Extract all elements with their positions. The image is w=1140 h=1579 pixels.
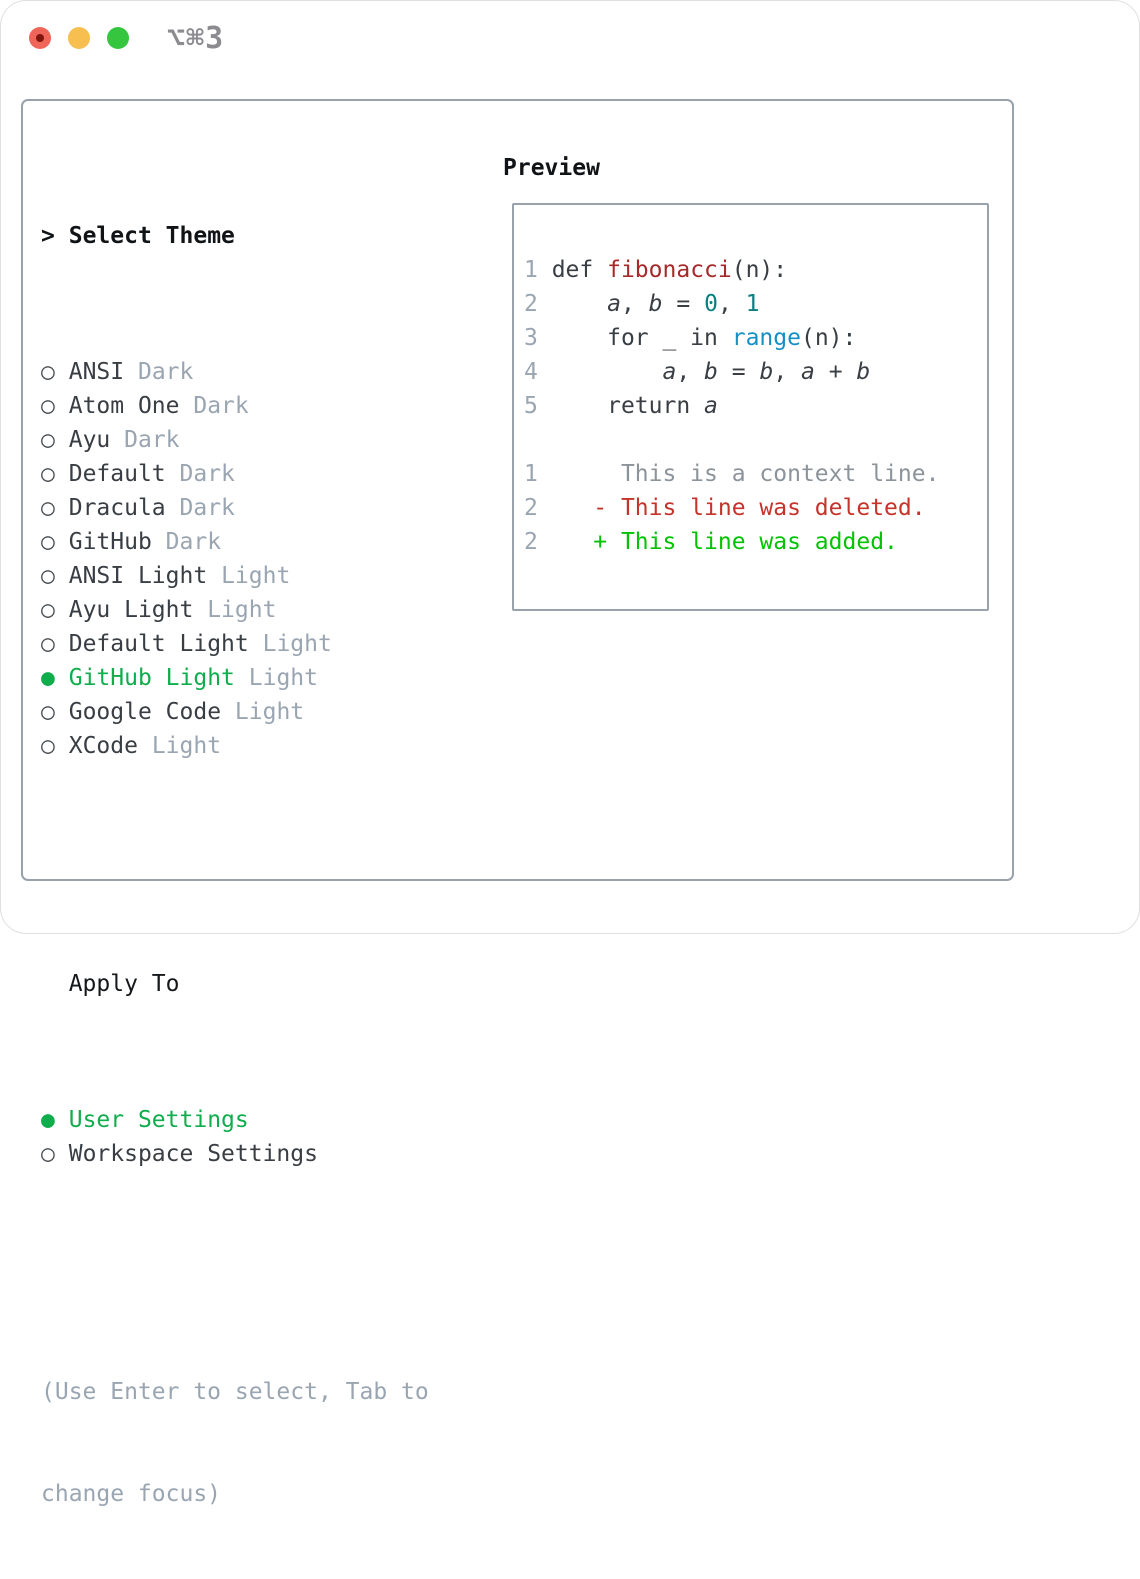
theme-name: ANSI Light bbox=[68, 563, 208, 589]
radio-unselected-icon: ○ bbox=[41, 597, 55, 623]
radio-selected-icon: ● bbox=[41, 665, 55, 691]
theme-item-ansi-light[interactable]: ○ ANSI Light Light bbox=[41, 559, 429, 593]
preview-code-line: 5 return a bbox=[524, 393, 718, 419]
hint-line-1: (Use Enter to select, Tab to bbox=[41, 1379, 429, 1405]
minimize-button[interactable] bbox=[68, 27, 90, 49]
preview-code-line: 2 - This line was deleted. bbox=[524, 495, 926, 521]
theme-variant-tag: Light bbox=[221, 563, 291, 589]
select-theme-label: Select Theme bbox=[68, 223, 235, 249]
theme-name: ANSI bbox=[68, 359, 125, 385]
radio-unselected-icon: ○ bbox=[41, 495, 55, 521]
theme-item-default[interactable]: ○ Default Dark bbox=[41, 457, 429, 491]
app-window: ⌥⌘3 > Select Theme ○ ANSI Dark○ Atom One… bbox=[0, 0, 1140, 1507]
radio-unselected-icon: ○ bbox=[41, 1141, 55, 1167]
theme-name: Atom One bbox=[68, 393, 180, 419]
hint-line-2: change focus) bbox=[41, 1481, 222, 1507]
apply-to-header: Apply To bbox=[41, 967, 429, 1001]
apply-to-list: ● User Settings○ Workspace Settings bbox=[41, 1103, 429, 1171]
theme-variant-tag: Light bbox=[248, 665, 318, 691]
preview-code-line: 2 a, b = 0, 1 bbox=[524, 291, 760, 317]
theme-item-dracula[interactable]: ○ Dracula Dark bbox=[41, 491, 429, 525]
preview-code-line: 3 for _ in range(n): bbox=[524, 325, 857, 351]
theme-variant-tag: Dark bbox=[193, 393, 249, 419]
radio-unselected-icon: ○ bbox=[41, 733, 55, 759]
preview-code-line: 1 This is a context line. bbox=[524, 461, 940, 487]
spacer bbox=[41, 1273, 429, 1307]
theme-variant-tag: Dark bbox=[137, 359, 194, 385]
theme-item-github-light[interactable]: ● GitHub Light Light bbox=[41, 661, 429, 695]
radio-unselected-icon: ○ bbox=[41, 563, 55, 589]
select-theme-header: > Select Theme bbox=[41, 219, 429, 253]
radio-unselected-icon: ○ bbox=[41, 461, 55, 487]
preview-box: 1 def fibonacci(n): 2 a, b = 0, 1 3 for _ … bbox=[512, 203, 989, 611]
apply-option-user-settings[interactable]: ● User Settings bbox=[41, 1103, 429, 1137]
theme-variant-tag: Dark bbox=[179, 461, 235, 487]
theme-item-atom-one[interactable]: ○ Atom One Dark bbox=[41, 389, 429, 423]
preview-code-line: 1 def fibonacci(n): bbox=[524, 257, 788, 283]
focus-caret-icon: > bbox=[41, 223, 55, 249]
theme-item-xcode[interactable]: ○ XCode Light bbox=[41, 729, 429, 763]
preview-code-line: 2 + This line was added. bbox=[524, 529, 898, 555]
radio-unselected-icon: ○ bbox=[41, 427, 55, 453]
apply-option-label: Workspace Settings bbox=[68, 1141, 318, 1167]
theme-variant-tag: Dark bbox=[165, 529, 222, 555]
theme-variant-tag: Light bbox=[207, 597, 277, 623]
theme-list: ○ ANSI Dark○ Atom One Dark○ Ayu Dark○ De… bbox=[41, 355, 429, 763]
radio-unselected-icon: ○ bbox=[41, 699, 55, 725]
theme-variant-tag: Light bbox=[262, 631, 332, 657]
theme-name: Default bbox=[68, 461, 166, 487]
theme-picker-column: > Select Theme ○ ANSI Dark○ Atom One Dar… bbox=[41, 151, 429, 1579]
theme-name: Ayu bbox=[68, 427, 111, 453]
radio-unselected-icon: ○ bbox=[41, 359, 55, 385]
preview-header: Preview bbox=[503, 155, 600, 181]
theme-picker-panel: > Select Theme ○ ANSI Dark○ Atom One Dar… bbox=[21, 99, 1014, 1507]
theme-name: Ayu Light bbox=[68, 597, 194, 623]
radio-selected-icon: ● bbox=[41, 1107, 55, 1133]
theme-item-ayu[interactable]: ○ Ayu Dark bbox=[41, 423, 429, 457]
apply-option-label: User Settings bbox=[68, 1107, 249, 1133]
theme-name: XCode bbox=[68, 733, 138, 759]
theme-item-google-code[interactable]: ○ Google Code Light bbox=[41, 695, 429, 729]
apply-option-workspace-settings[interactable]: ○ Workspace Settings bbox=[41, 1137, 429, 1171]
radio-unselected-icon: ○ bbox=[41, 529, 55, 555]
theme-variant-tag: Dark bbox=[124, 427, 180, 453]
theme-variant-tag: Light bbox=[234, 699, 305, 725]
preview-code-line bbox=[524, 423, 987, 457]
radio-unselected-icon: ○ bbox=[41, 393, 55, 419]
spacer bbox=[41, 865, 429, 899]
apply-to-label: Apply To bbox=[68, 971, 180, 997]
theme-item-default-light[interactable]: ○ Default Light Light bbox=[41, 627, 429, 661]
titlebar: ⌥⌘3 bbox=[1, 1, 1139, 75]
theme-variant-tag: Dark bbox=[179, 495, 235, 521]
theme-name: Dracula bbox=[68, 495, 166, 521]
preview-code-line: 4 a, b = b, a + b bbox=[524, 359, 871, 385]
maximize-button[interactable] bbox=[107, 27, 129, 49]
window-title: ⌥⌘3 bbox=[167, 21, 225, 56]
theme-item-ansi[interactable]: ○ ANSI Dark bbox=[41, 355, 429, 389]
theme-name: Default Light bbox=[68, 631, 249, 657]
theme-variant-tag: Light bbox=[151, 733, 222, 759]
theme-name: Google Code bbox=[68, 699, 222, 725]
radio-unselected-icon: ○ bbox=[41, 631, 55, 657]
theme-name: GitHub bbox=[68, 529, 152, 555]
theme-name: GitHub Light bbox=[68, 665, 235, 691]
close-button[interactable] bbox=[29, 27, 51, 49]
theme-item-github[interactable]: ○ GitHub Dark bbox=[41, 525, 429, 559]
theme-item-ayu-light[interactable]: ○ Ayu Light Light bbox=[41, 593, 429, 627]
